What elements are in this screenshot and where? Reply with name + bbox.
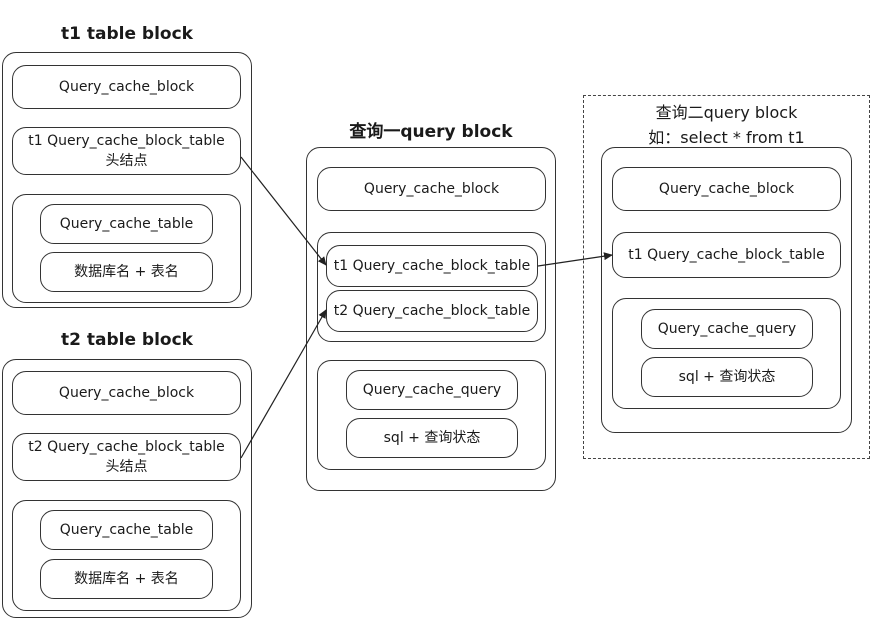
query2-sql-status-label: sql + 查询状态 [678, 369, 776, 385]
query2-block-title: 查询二query block [655, 103, 798, 122]
t1-query-cache-table: Query_cache_table [40, 204, 213, 244]
query2-sql-status: sql + 查询状态 [641, 357, 813, 397]
t2-block-table-head-label: t2 Query_cache_block_table [28, 439, 225, 455]
t1-block-table-head-label: t1 Query_cache_block_table [28, 133, 225, 149]
t1-table-block-title: t1 table block [61, 24, 193, 44]
t2-query-cache-table-label: Query_cache_table [59, 522, 194, 538]
t1-block-table-head-node: t1 Query_cache_block_table 头结点 [12, 127, 241, 175]
query1-query-cache-block: Query_cache_block [317, 167, 546, 211]
query1-t1-block-table-label: t1 Query_cache_block_table [333, 258, 531, 274]
query1-t2-block-table-label: t2 Query_cache_block_table [333, 303, 531, 319]
query2-query-cache-block-label: Query_cache_block [658, 181, 795, 197]
t2-block-table-head-node: t2 Query_cache_block_table 头结点 [12, 433, 241, 481]
t2-db-table-name: 数据库名 + 表名 [40, 559, 213, 599]
t2-query-cache-table: Query_cache_table [40, 510, 213, 550]
query1-query-cache-query-label: Query_cache_query [362, 382, 502, 398]
t2-query-cache-block-label: Query_cache_block [58, 385, 195, 401]
query2-t1-block-table-label: t1 Query_cache_block_table [628, 247, 825, 263]
t1-query-cache-table-label: Query_cache_table [59, 216, 194, 232]
t2-query-cache-block: Query_cache_block [12, 371, 241, 415]
query2-query-cache-block: Query_cache_block [612, 167, 841, 211]
t1-query-cache-block-label: Query_cache_block [58, 79, 195, 95]
query2-t1-block-table: t1 Query_cache_block_table [612, 232, 841, 278]
t2-db-table-name-label: 数据库名 + 表名 [74, 571, 179, 587]
t1-db-table-name: 数据库名 + 表名 [40, 252, 213, 292]
query2-query-cache-query-label: Query_cache_query [657, 321, 797, 337]
t1-query-cache-block: Query_cache_block [12, 65, 241, 109]
t1-db-table-name-label: 数据库名 + 表名 [74, 264, 179, 280]
query1-sql-status: sql + 查询状态 [346, 418, 518, 458]
query1-block-title: 查询一query block [349, 122, 513, 142]
query1-t1-block-table: t1 Query_cache_block_table [326, 245, 538, 287]
query1-t2-block-table: t2 Query_cache_block_table [326, 290, 538, 332]
t1-head-node-label: 头结点 [105, 153, 148, 169]
query1-query-cache-query: Query_cache_query [346, 370, 518, 410]
query1-query-cache-block-label: Query_cache_block [363, 181, 500, 197]
query2-example-sql: 如：select * from t1 [648, 128, 805, 147]
query1-sql-status-label: sql + 查询状态 [383, 430, 481, 446]
t2-head-node-label: 头结点 [105, 459, 148, 475]
t2-table-block-title: t2 table block [61, 330, 193, 350]
query2-query-cache-query: Query_cache_query [641, 309, 813, 349]
